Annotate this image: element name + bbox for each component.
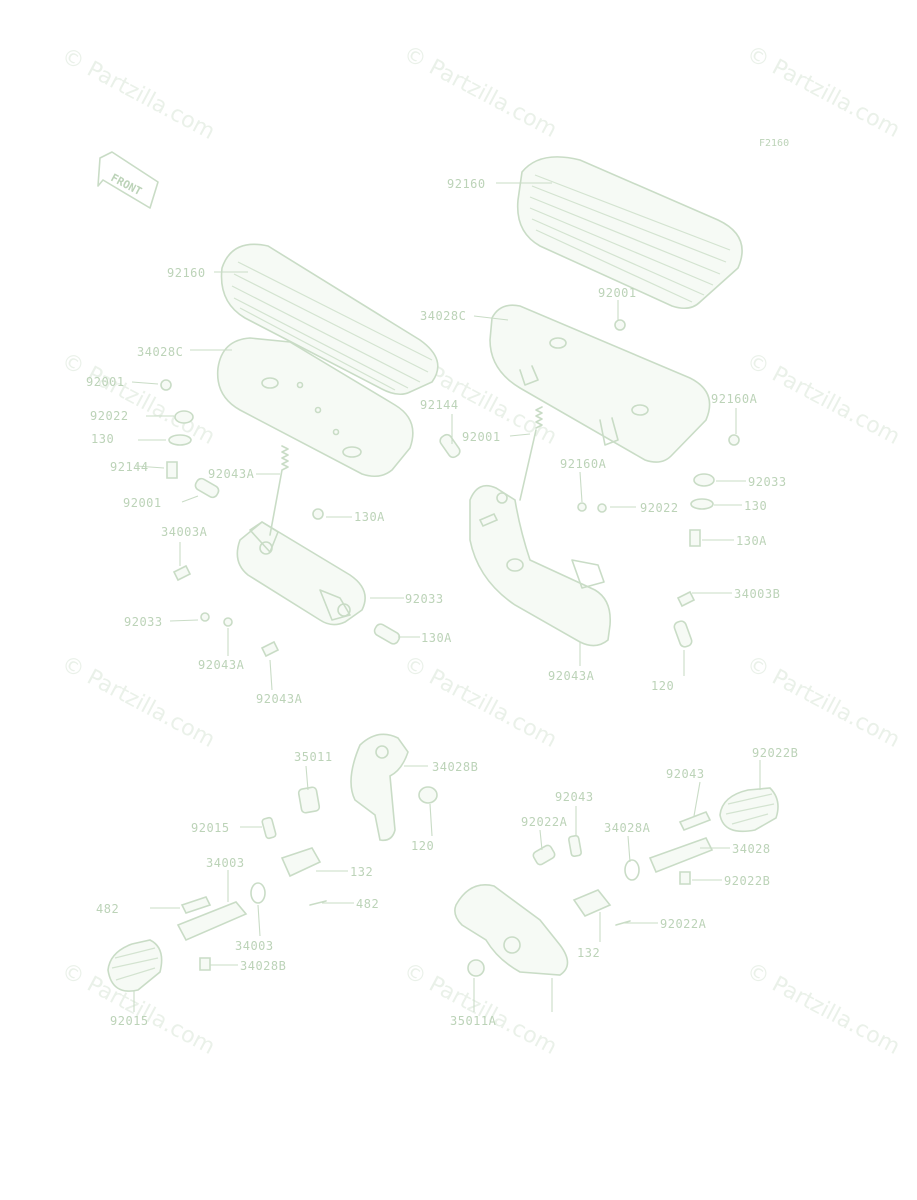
callout-label: 34003: [235, 939, 274, 953]
callout-label: 92043: [555, 790, 594, 804]
callout-label: 92022: [90, 409, 129, 423]
callout-label: 130A: [736, 534, 767, 548]
callout-label: 92022B: [752, 746, 799, 760]
footpeg-assembly-left: [107, 733, 438, 992]
callout-label: 120: [651, 679, 675, 693]
watermark: © Partzilla.com: [57, 348, 219, 450]
callout-label: 34003B: [734, 587, 781, 601]
callout-label: 132: [577, 946, 601, 960]
watermark: © Partzilla.com: [742, 41, 904, 143]
callout-label: 92001: [123, 496, 162, 510]
leader-lines: [131, 182, 761, 1012]
callout-label: 92022B: [724, 874, 771, 888]
callout-label: 92001: [598, 286, 637, 300]
watermark: © Partzilla.com: [399, 651, 561, 753]
floorboard-plate-left: [216, 337, 414, 478]
callout-label: 130: [91, 432, 115, 446]
watermark: © Partzilla.com: [742, 958, 904, 1060]
callout-label: 34028B: [240, 959, 287, 973]
callout-label: 92043A: [548, 669, 595, 683]
callout-label: 92033: [124, 615, 163, 629]
callout-label: 482: [356, 897, 380, 911]
callout-label: 92015: [191, 821, 230, 835]
callout-label: 482: [96, 902, 120, 916]
callout-label: 92001: [462, 430, 501, 444]
bracket-left-34003a: [236, 521, 366, 626]
callout-label: 92160A: [560, 457, 607, 471]
callout-label: 34028B: [432, 760, 479, 774]
callout-label: 92043A: [208, 467, 255, 481]
callout-label: 130A: [354, 510, 385, 524]
watermark: © Partzilla.com: [57, 43, 219, 145]
hardware-upper: [160, 319, 740, 658]
footpeg-assembly-right: [454, 787, 779, 977]
callout-label: 92043: [666, 767, 705, 781]
floorboard-mat-right: [516, 156, 743, 310]
callout-label: 34003A: [161, 525, 208, 539]
callout-label: 34028C: [137, 345, 184, 359]
callout-label: 92160: [447, 177, 486, 191]
callout-label: 92033: [748, 475, 787, 489]
callout-label: 92022A: [521, 815, 568, 829]
callout-label: 92043A: [256, 692, 303, 706]
watermark: © Partzilla.com: [399, 41, 561, 143]
callout-label: 120: [411, 839, 435, 853]
callout-label: 92015: [110, 1014, 149, 1028]
callout-label: 92160A: [711, 392, 758, 406]
callout-label: 92144: [110, 460, 149, 474]
callout-label: 92144: [420, 398, 459, 412]
callout-label: 35011: [294, 750, 333, 764]
bracket-right-34003b: [469, 484, 612, 647]
callout-label: 92022: [640, 501, 679, 515]
callout-label: 35011A: [450, 1014, 497, 1028]
watermark: © Partzilla.com: [742, 348, 904, 450]
callout-label: 130: [744, 499, 768, 513]
callout-label: 34028: [732, 842, 771, 856]
callout-label: 92001: [86, 375, 125, 389]
callout-label: 130A: [421, 631, 452, 645]
figure-code: F2160: [759, 138, 790, 149]
callout-label: 34028C: [420, 309, 467, 323]
callout-label: 132: [350, 865, 374, 879]
watermark: © Partzilla.com: [742, 651, 904, 753]
front-arrow-icon: FRONT: [97, 151, 159, 209]
callout-label: 34003: [206, 856, 245, 870]
watermark: © Partzilla.com: [57, 651, 219, 753]
callout-label: 92160: [167, 266, 206, 280]
callout-label: 92033: [405, 592, 444, 606]
callout-label: 34028A: [604, 821, 651, 835]
callout-label: 92022A: [660, 917, 707, 931]
callout-label: 92043A: [198, 658, 245, 672]
floorboard-plate-right: [489, 304, 711, 463]
floorboard-mat-left: [220, 243, 439, 396]
